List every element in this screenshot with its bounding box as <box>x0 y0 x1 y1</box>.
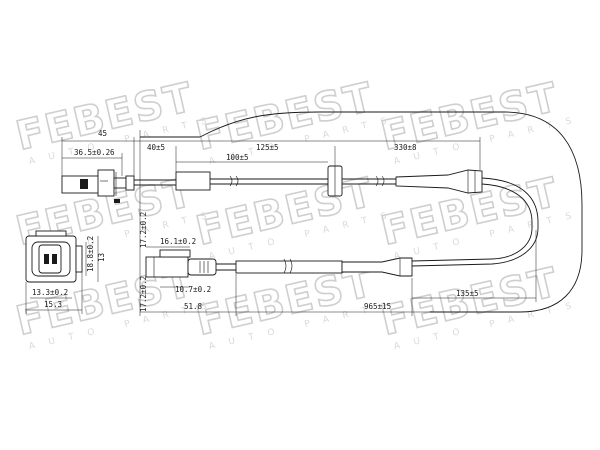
connector-side-top <box>159 249 191 258</box>
sensor-head-top <box>61 169 135 203</box>
dim-10-7: 10.7±0.2 <box>175 285 211 294</box>
dim-100: 100±5 <box>226 153 249 162</box>
dims-cable-top: 40±5 125±5 330±8 100±5 <box>134 137 481 172</box>
connector-top-lip <box>35 230 67 237</box>
connector-side-body <box>145 256 189 278</box>
sensor-tip-dark <box>80 179 88 189</box>
dim-16-1: 16.1±0.2 <box>160 237 196 246</box>
dim-45: 45 <box>98 129 107 138</box>
cable-grommet-top <box>395 169 483 194</box>
connector-front <box>25 230 83 283</box>
connector-latch <box>75 245 83 273</box>
dim-17-2-a: 17.2±0.2 <box>139 212 148 248</box>
dim-51-8: 51.8 <box>184 302 203 311</box>
cable-bottom-sleeve <box>235 260 343 274</box>
dim-135: 135±5 <box>456 289 479 298</box>
sensor-tab <box>114 199 120 203</box>
connector-boot <box>187 258 217 276</box>
connector-pin-2 <box>52 254 57 264</box>
connector-side <box>145 249 236 278</box>
dims-head-top: 45 36.5±0.2 6 <box>61 129 135 176</box>
connector-key <box>38 244 62 274</box>
connector-pin-1 <box>44 254 49 264</box>
dims-bottom: 16.1±0.2 10.7±0.2 17.2±0.2 17.2±0.2 51.8… <box>139 212 537 316</box>
dim-965: 965±15 <box>364 302 391 311</box>
cable-grommet-bottom <box>341 257 413 277</box>
cable-bottom <box>235 257 413 277</box>
dim-18-8: 18.8±0.2 <box>86 236 95 272</box>
dim-125: 125±5 <box>256 143 279 152</box>
cable-sleeve-1 <box>175 171 211 191</box>
cable-bend-inner <box>481 177 539 228</box>
dim-15-3: 15.3 <box>44 300 62 309</box>
dim-36-5: 36.5±0.2 <box>74 148 110 157</box>
overall-length-loop <box>140 111 583 313</box>
sensor-flange <box>97 169 115 197</box>
dim-6: 6 <box>110 148 115 157</box>
sensor-grommet <box>125 175 135 191</box>
dim-40: 40±5 <box>147 143 165 152</box>
dim-13-3: 13.3±0.2 <box>32 288 68 297</box>
dims-connector-front: 18.8±0.2 13 13.3±0.2 15.3 <box>25 236 106 314</box>
dim-330: 330±8 <box>394 143 417 152</box>
dim-17-2-b: 17.2±0.2 <box>139 276 148 312</box>
cable-bend-outer <box>481 183 533 228</box>
cable-break-1 <box>229 175 239 187</box>
dim-13: 13 <box>97 253 106 262</box>
